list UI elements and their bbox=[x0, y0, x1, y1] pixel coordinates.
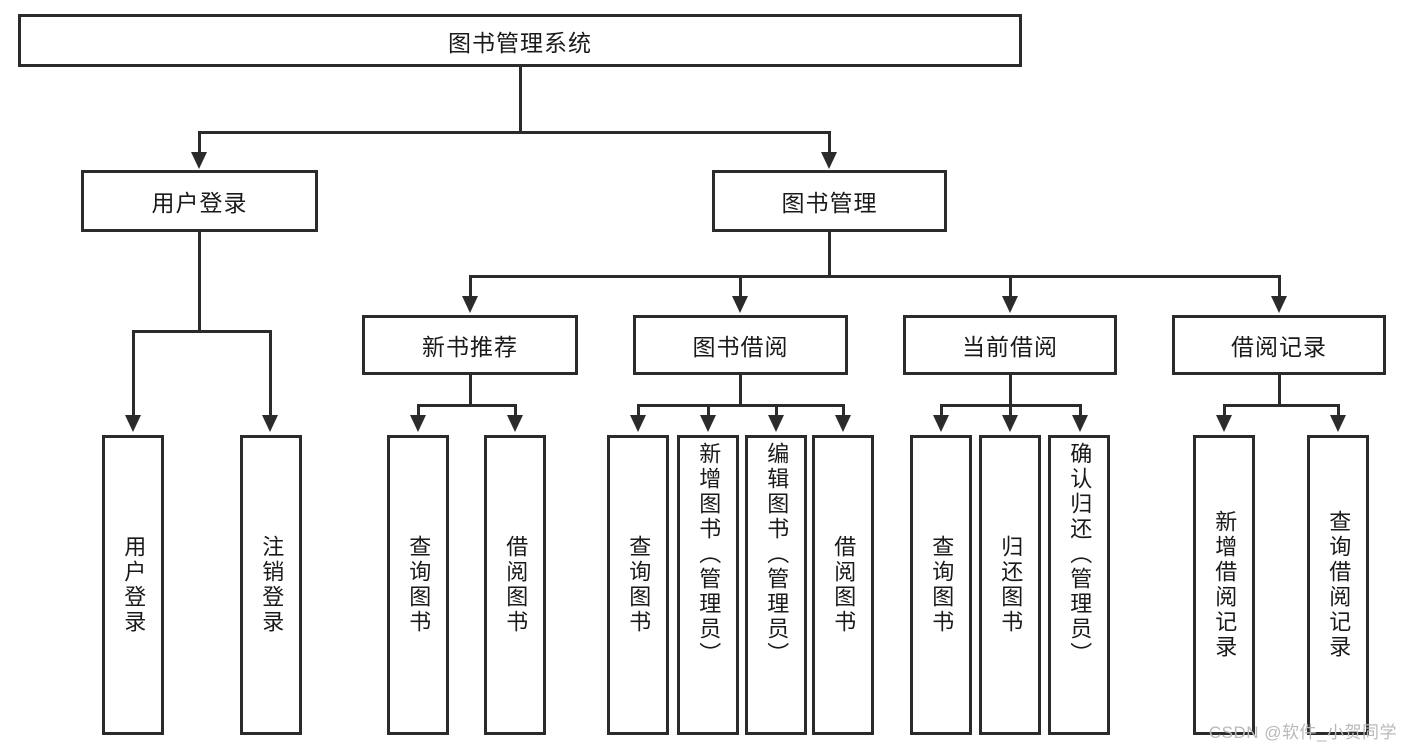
leaf-confirm-return-admin[interactable]: 确认归还（管理员） bbox=[1048, 435, 1110, 735]
node-current-borrow[interactable]: 当前借阅 bbox=[903, 315, 1117, 375]
connector-user-login-to-leaf-2 bbox=[269, 330, 272, 418]
connector-user-login-bus bbox=[132, 330, 271, 333]
leaf-borrow-book-borrow[interactable]: 借阅图书 bbox=[812, 435, 874, 735]
connector-book-borrow-to-leaf-4 bbox=[842, 404, 845, 418]
leaf-borrow-book-recommend[interactable]: 借阅图书 bbox=[484, 435, 546, 735]
node-label: 新书推荐 bbox=[422, 334, 518, 360]
connector-borrow-record-to-leaf-1 bbox=[1223, 404, 1226, 418]
connector-new-book-to-leaf-2 bbox=[514, 404, 517, 418]
arrowhead-book-borrow-to-leaf-1 bbox=[630, 415, 646, 432]
leaf-add-borrow-record[interactable]: 新增借阅记录 bbox=[1193, 435, 1255, 735]
connector-book-manage-to-l3-2 bbox=[739, 275, 742, 299]
leaf-label: 借阅图书 bbox=[503, 535, 529, 635]
connector-root-bus bbox=[198, 131, 831, 134]
leaf-label: 查询借阅记录 bbox=[1326, 510, 1352, 660]
leaf-label: 用户登录 bbox=[121, 535, 147, 635]
connector-current-borrow-to-leaf-2 bbox=[1009, 404, 1012, 418]
arrowhead-book-manage-to-l3-1 bbox=[462, 296, 478, 313]
connector-root-to-book-manage bbox=[828, 131, 831, 155]
connector-book-borrow-drop bbox=[739, 375, 742, 406]
leaf-label: 编辑图书（管理员） bbox=[764, 442, 790, 667]
connector-new-book-to-leaf-1 bbox=[417, 404, 420, 418]
leaf-query-book-borrow[interactable]: 查询图书 bbox=[607, 435, 669, 735]
leaf-logout-login[interactable]: 注销登录 bbox=[240, 435, 302, 735]
leaf-label: 注销登录 bbox=[259, 535, 285, 635]
connector-current-borrow-drop bbox=[1009, 375, 1012, 406]
node-new-book-recommend[interactable]: 新书推荐 bbox=[362, 315, 578, 375]
arrowhead-current-borrow-to-leaf-3 bbox=[1072, 415, 1088, 432]
leaf-query-book-current[interactable]: 查询图书 bbox=[910, 435, 972, 735]
connector-book-manage-to-l3-3 bbox=[1009, 275, 1012, 299]
arrowhead-current-borrow-to-leaf-1 bbox=[933, 415, 949, 432]
leaf-label: 借阅图书 bbox=[831, 535, 857, 635]
node-label: 当前借阅 bbox=[962, 334, 1058, 360]
leaf-query-borrow-record[interactable]: 查询借阅记录 bbox=[1307, 435, 1369, 735]
connector-book-borrow-bus bbox=[637, 404, 844, 407]
connector-borrow-record-drop bbox=[1278, 375, 1281, 406]
connector-root-to-user-login bbox=[198, 131, 201, 155]
leaf-label: 新增借阅记录 bbox=[1212, 510, 1238, 660]
leaf-label: 查询图书 bbox=[626, 535, 652, 635]
arrowhead-borrow-record-to-leaf-1 bbox=[1216, 415, 1232, 432]
leaf-add-book-admin[interactable]: 新增图书（管理员） bbox=[677, 435, 739, 735]
node-user-login[interactable]: 用户登录 bbox=[81, 170, 318, 232]
arrowhead-borrow-record-to-leaf-2 bbox=[1330, 415, 1346, 432]
connector-root-drop bbox=[519, 67, 522, 133]
connector-borrow-record-bus bbox=[1223, 404, 1340, 407]
arrowhead-current-borrow-to-leaf-2 bbox=[1002, 415, 1018, 432]
leaf-return-book[interactable]: 归还图书 bbox=[979, 435, 1041, 735]
connector-user-login-drop bbox=[198, 232, 201, 332]
arrowhead-book-borrow-to-leaf-2 bbox=[700, 415, 716, 432]
node-label: 用户登录 bbox=[151, 190, 248, 216]
node-label: 借阅记录 bbox=[1231, 334, 1327, 360]
connector-current-borrow-to-leaf-1 bbox=[940, 404, 943, 418]
leaf-query-book-recommend[interactable]: 查询图书 bbox=[387, 435, 449, 735]
connector-book-borrow-to-leaf-2 bbox=[707, 404, 710, 418]
connector-new-book-drop bbox=[469, 375, 472, 406]
arrowhead-book-manage-to-l3-3 bbox=[1002, 296, 1018, 313]
arrowhead-book-manage-to-l3-4 bbox=[1271, 296, 1287, 313]
connector-book-manage-bus bbox=[469, 275, 1281, 278]
connector-book-borrow-to-leaf-1 bbox=[637, 404, 640, 418]
leaf-label: 确认归还（管理员） bbox=[1067, 442, 1093, 667]
node-borrow-record[interactable]: 借阅记录 bbox=[1172, 315, 1386, 375]
arrowhead-book-manage-to-l3-2 bbox=[732, 296, 748, 313]
arrowhead-new-book-to-leaf-1 bbox=[410, 415, 426, 432]
arrowhead-book-borrow-to-leaf-4 bbox=[835, 415, 851, 432]
connector-book-manage-to-l3-4 bbox=[1278, 275, 1281, 299]
node-label: 图书管理系统 bbox=[448, 29, 592, 56]
leaf-edit-book-admin[interactable]: 编辑图书（管理员） bbox=[745, 435, 807, 735]
connector-book-manage-drop bbox=[828, 232, 831, 277]
leaf-label: 查询图书 bbox=[406, 535, 432, 635]
arrowhead-user-login-to-leaf-1 bbox=[125, 415, 141, 432]
connector-book-borrow-to-leaf-3 bbox=[775, 404, 778, 418]
leaf-label: 查询图书 bbox=[929, 535, 955, 635]
arrowhead-root-to-book-manage bbox=[821, 152, 837, 169]
leaf-label: 新增图书（管理员） bbox=[696, 442, 722, 667]
node-label: 图书管理 bbox=[781, 190, 878, 216]
node-label: 图书借阅 bbox=[692, 334, 789, 360]
node-book-manage[interactable]: 图书管理 bbox=[712, 170, 947, 232]
arrowhead-user-login-to-leaf-2 bbox=[262, 415, 278, 432]
arrowhead-root-to-user-login bbox=[191, 152, 207, 169]
connector-borrow-record-to-leaf-2 bbox=[1337, 404, 1340, 418]
node-book-borrow[interactable]: 图书借阅 bbox=[633, 315, 848, 375]
leaf-label: 归还图书 bbox=[998, 535, 1024, 635]
node-root-book-management-system[interactable]: 图书管理系统 bbox=[18, 14, 1022, 67]
arrowhead-book-borrow-to-leaf-3 bbox=[768, 415, 784, 432]
connector-book-manage-to-l3-1 bbox=[469, 275, 472, 299]
leaf-user-login[interactable]: 用户登录 bbox=[102, 435, 164, 735]
connector-current-borrow-to-leaf-3 bbox=[1079, 404, 1082, 418]
arrowhead-new-book-to-leaf-2 bbox=[507, 415, 523, 432]
connector-new-book-bus bbox=[417, 404, 516, 407]
connector-user-login-to-leaf-1 bbox=[132, 330, 135, 418]
